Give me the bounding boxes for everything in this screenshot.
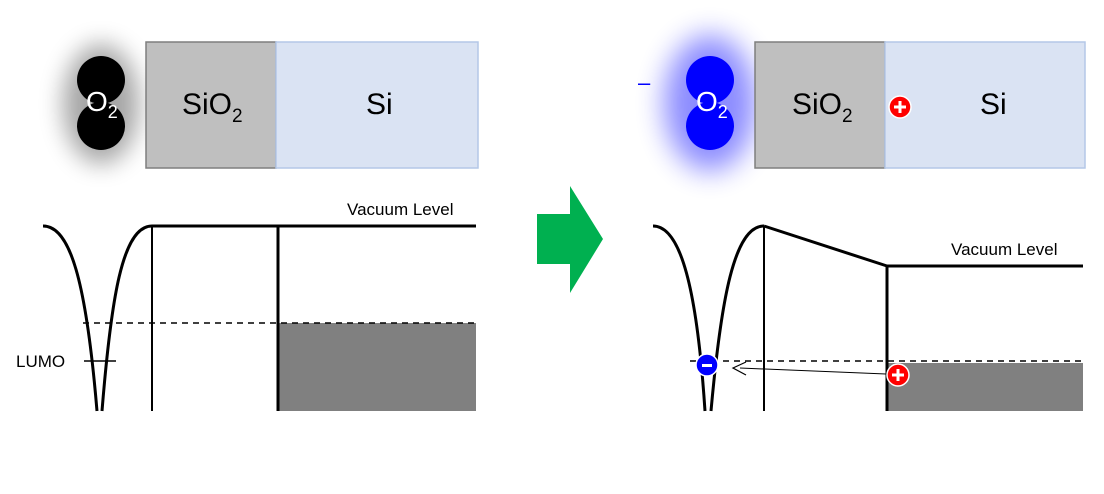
silicon-label-right: Si (980, 88, 1007, 121)
electron-minus-icon (695, 353, 719, 377)
right-panel: O2 – SiO2 Si Vacuum Level (638, 35, 1086, 412)
vacuum-level-label-left: Vacuum Level (347, 200, 453, 219)
right-arrow-icon (537, 186, 603, 293)
charged-o2-molecule: O2 (664, 35, 756, 171)
lumo-label: LUMO (16, 352, 65, 371)
o2-label-left: O2 (86, 86, 118, 122)
valence-band-fill-left (278, 323, 476, 411)
silicon-layer-left (275, 41, 479, 169)
molecule-negative-charge: – (638, 70, 651, 95)
oxide-label-right: SiO2 (792, 88, 853, 127)
potential-well-outer-left (42, 224, 99, 412)
tunneling-arrow-head (731, 361, 747, 376)
vacuum-level-label-right: Vacuum Level (951, 240, 1057, 259)
o2-label-right: O2 (696, 86, 728, 122)
potential-well-outer-right (652, 224, 707, 412)
left-panel: O2 SiO2 Si LUMO Vacuum Level (16, 41, 479, 412)
potential-well-inner-right (709, 224, 765, 412)
band-diagram-left: LUMO Vacuum Level (16, 200, 476, 412)
band-diagram-right: Vacuum Level (652, 224, 1083, 412)
silicon-layer-right (884, 41, 1086, 169)
silicon-label-left: Si (366, 88, 393, 121)
oxide-band-slope (763, 224, 888, 268)
neutral-o2-molecule: O2 (63, 44, 139, 164)
valence-band-fill-right (887, 363, 1083, 411)
hole-plus-icon-band (886, 363, 910, 387)
potential-well-inner-left (100, 224, 153, 412)
oxide-label-left: SiO2 (182, 88, 243, 127)
tunneling-arrow-shaft (739, 367, 887, 375)
hole-plus-icon (888, 95, 912, 119)
oxide-layer-left (145, 41, 277, 169)
